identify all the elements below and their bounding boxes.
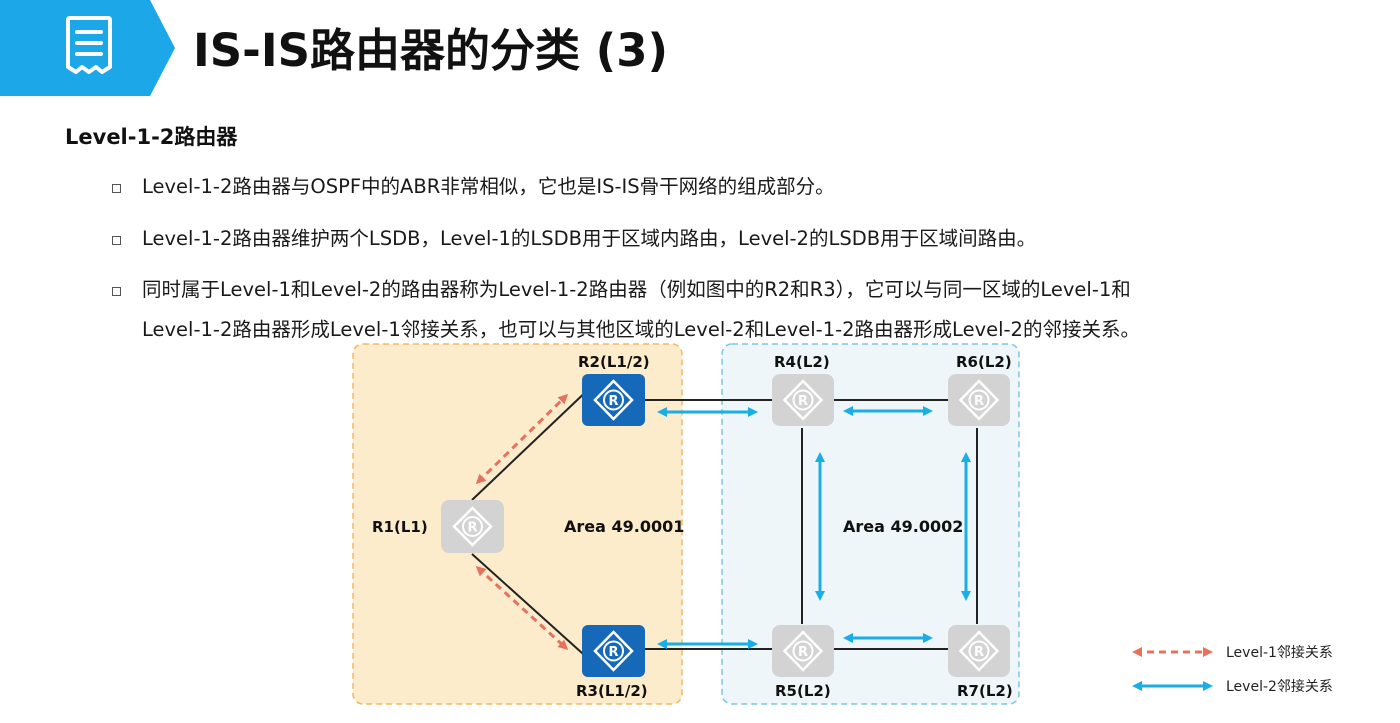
router-r1: R	[441, 500, 504, 553]
bullet-marker	[112, 184, 121, 193]
legend-level1-label: Level-1邻接关系	[1226, 644, 1333, 661]
router-r7-label: R7(L2)	[957, 682, 1013, 700]
router-r7: R	[948, 625, 1010, 677]
router-r3: R	[582, 625, 645, 677]
document-list-icon	[66, 16, 112, 74]
bullet-marker	[112, 287, 121, 296]
router-glyph: R	[974, 394, 984, 409]
legend: Level-1邻接关系 Level-2邻接关系	[1132, 644, 1333, 695]
area-49-0002	[721, 343, 1020, 705]
router-r6-label: R6(L2)	[956, 353, 1012, 371]
router-glyph: R	[798, 645, 808, 660]
router-r5: R	[772, 625, 834, 677]
level1-adjacency-r1-r2	[475, 393, 569, 485]
bullet-2-line-1: Level-1-2路由器维护两个LSDB，Level-1的LSDB用于区域内路由…	[142, 227, 1037, 250]
bullet-3-line-1: 同时属于Level-1和Level-2的路由器称为Level-1-2路由器（例如…	[142, 278, 1131, 301]
router-r5-label: R5(L2)	[775, 682, 831, 700]
router-r2-label: R2(L1/2)	[578, 353, 650, 371]
page-title: IS-IS路由器的分类 (3)	[193, 24, 669, 77]
router-r1-label: R1(L1)	[372, 518, 428, 536]
router-r6: R	[948, 374, 1010, 426]
header-band	[0, 0, 175, 96]
bullet-3-line-2: Level-1-2路由器形成Level-1邻接关系，也可以与其他区域的Level…	[142, 318, 1140, 341]
router-r4-label: R4(L2)	[774, 353, 830, 371]
router-glyph: R	[467, 521, 477, 536]
router-glyph: R	[608, 394, 618, 409]
area-49-0001-label: Area 49.0001	[564, 517, 684, 536]
section-title: Level-1-2路由器	[65, 125, 238, 149]
router-r3-label: R3(L1/2)	[576, 682, 648, 700]
router-r4: R	[772, 374, 834, 426]
router-r2: R	[582, 374, 645, 426]
bullet-marker	[112, 236, 121, 245]
level1-adjacency-r1-r3	[475, 565, 569, 651]
area-49-0001	[352, 343, 683, 705]
legend-level2-label: Level-2邻接关系	[1226, 678, 1333, 695]
router-glyph: R	[608, 645, 618, 660]
router-glyph: R	[798, 394, 808, 409]
bullet-1-line-1: Level-1-2路由器与OSPF中的ABR非常相似，它也是IS-IS骨干网络的…	[142, 175, 835, 198]
area-49-0002-label: Area 49.0002	[843, 517, 963, 536]
header: IS-IS路由器的分类 (3)	[0, 0, 1400, 96]
router-glyph: R	[974, 645, 984, 660]
